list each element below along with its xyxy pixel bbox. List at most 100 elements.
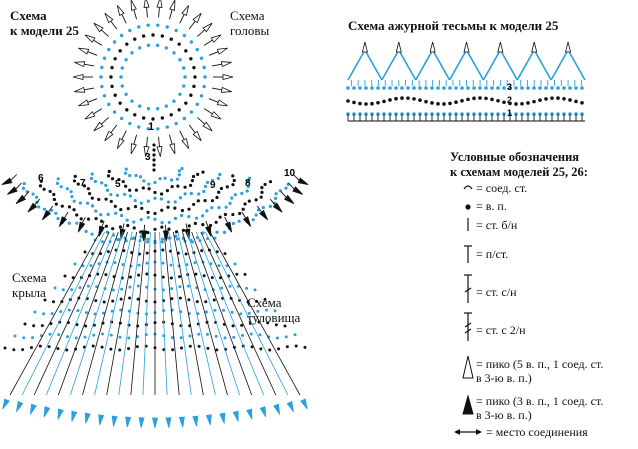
chain-dot xyxy=(66,335,69,339)
chain-dot xyxy=(152,163,156,167)
chain-dot xyxy=(544,97,548,101)
picot-5-icon xyxy=(156,0,163,8)
chain-dot xyxy=(147,187,151,191)
chain-dot xyxy=(37,205,41,209)
lace-zigzag xyxy=(415,48,451,81)
stitch-mark xyxy=(110,124,118,134)
chain-dot xyxy=(574,99,578,104)
chain-dot xyxy=(151,117,155,121)
stitch-mark xyxy=(208,51,219,56)
chain-dot xyxy=(51,300,55,304)
chain-dot xyxy=(128,194,132,198)
stitch-mark xyxy=(146,136,148,147)
picot-3-icon xyxy=(151,417,159,429)
stitch-mark xyxy=(9,231,101,396)
stitch-mark xyxy=(224,216,229,224)
chain-dot xyxy=(364,86,368,90)
picot-5-icon xyxy=(531,41,538,53)
chain-dot xyxy=(22,336,26,340)
chain-dot xyxy=(191,174,196,179)
chain-dot xyxy=(160,225,164,229)
chain-dot xyxy=(245,180,250,184)
chain-dot xyxy=(502,86,506,90)
chain-dot xyxy=(92,333,96,337)
chain-dot xyxy=(436,86,440,90)
chain-dot xyxy=(174,121,178,126)
chain-dot xyxy=(202,65,206,70)
stitch-mark xyxy=(464,328,472,334)
picot-3-icon xyxy=(111,415,118,427)
chain-dot xyxy=(181,228,185,232)
chain-dot xyxy=(138,46,142,50)
chain-dot xyxy=(110,84,114,89)
picot-5-icon xyxy=(143,0,150,8)
wing-scheme-graphic xyxy=(1,167,309,245)
chain-dot xyxy=(201,214,205,218)
stitch-mark xyxy=(208,98,219,103)
chain-dot xyxy=(72,208,76,212)
chain-dot xyxy=(187,207,191,211)
chain-dot xyxy=(247,176,252,180)
chain-dot xyxy=(253,288,257,292)
picot-3-icon xyxy=(232,410,239,422)
chain-dot xyxy=(550,86,554,90)
stitch-mark xyxy=(122,223,125,230)
chain-dot xyxy=(176,237,179,241)
picot-3-icon xyxy=(41,209,52,221)
chain-dot xyxy=(90,232,94,236)
chain-dot xyxy=(201,170,205,174)
chain-dot xyxy=(128,174,132,178)
picot-5-icon xyxy=(202,121,213,132)
chain-dot xyxy=(264,308,268,312)
chain-dot xyxy=(460,98,464,103)
legend-symbols xyxy=(454,185,482,435)
chain-dot xyxy=(204,310,208,314)
chain-dot xyxy=(120,213,124,218)
chain-dot xyxy=(114,211,118,215)
chain-dot xyxy=(42,207,47,211)
picot-5-icon xyxy=(93,121,104,132)
chain-dot xyxy=(88,191,92,196)
picot-5-icon xyxy=(143,146,150,157)
chain-dot xyxy=(118,348,122,352)
chain-dot xyxy=(303,345,307,349)
chain-dot xyxy=(23,322,27,326)
chain-dot xyxy=(580,86,584,90)
chain-dot xyxy=(152,148,156,152)
chain-dot xyxy=(177,169,181,173)
chain-dot xyxy=(146,231,150,235)
chain-dot xyxy=(76,182,80,186)
chain-dot xyxy=(99,75,103,79)
picot-5-icon xyxy=(210,111,222,120)
picot-3-icon xyxy=(272,202,283,213)
picot-5-icon xyxy=(210,34,222,43)
chain-dot xyxy=(119,33,124,38)
picot-3-icon xyxy=(98,225,105,237)
chain-dot xyxy=(412,97,416,101)
chain-dot xyxy=(91,344,95,348)
chain-dot xyxy=(233,193,237,197)
chain-dot xyxy=(110,177,115,181)
chain-dot xyxy=(92,323,96,327)
picot-5-icon xyxy=(220,61,232,68)
picot-5-icon xyxy=(104,130,114,142)
picot-3-icon xyxy=(138,417,145,428)
picot-3-icon xyxy=(43,406,51,418)
chain-dot xyxy=(179,346,183,350)
chain-dot xyxy=(218,172,222,177)
chain-dot xyxy=(178,275,182,279)
chain-dot xyxy=(132,226,136,230)
chain-dot xyxy=(133,37,137,41)
chain-dot xyxy=(200,249,204,253)
chain-dot xyxy=(167,227,171,231)
chain-dot xyxy=(56,216,60,221)
chain-dot xyxy=(189,40,194,44)
chain-dot xyxy=(209,262,213,266)
stitch-mark xyxy=(146,7,148,18)
chain-dot xyxy=(192,84,196,89)
chain-dot xyxy=(174,28,178,33)
legend-row-hdc: = п/ст. xyxy=(476,247,509,261)
picot-3-icon xyxy=(15,194,27,204)
chain-dot xyxy=(118,49,122,53)
chain-dot xyxy=(243,202,247,206)
